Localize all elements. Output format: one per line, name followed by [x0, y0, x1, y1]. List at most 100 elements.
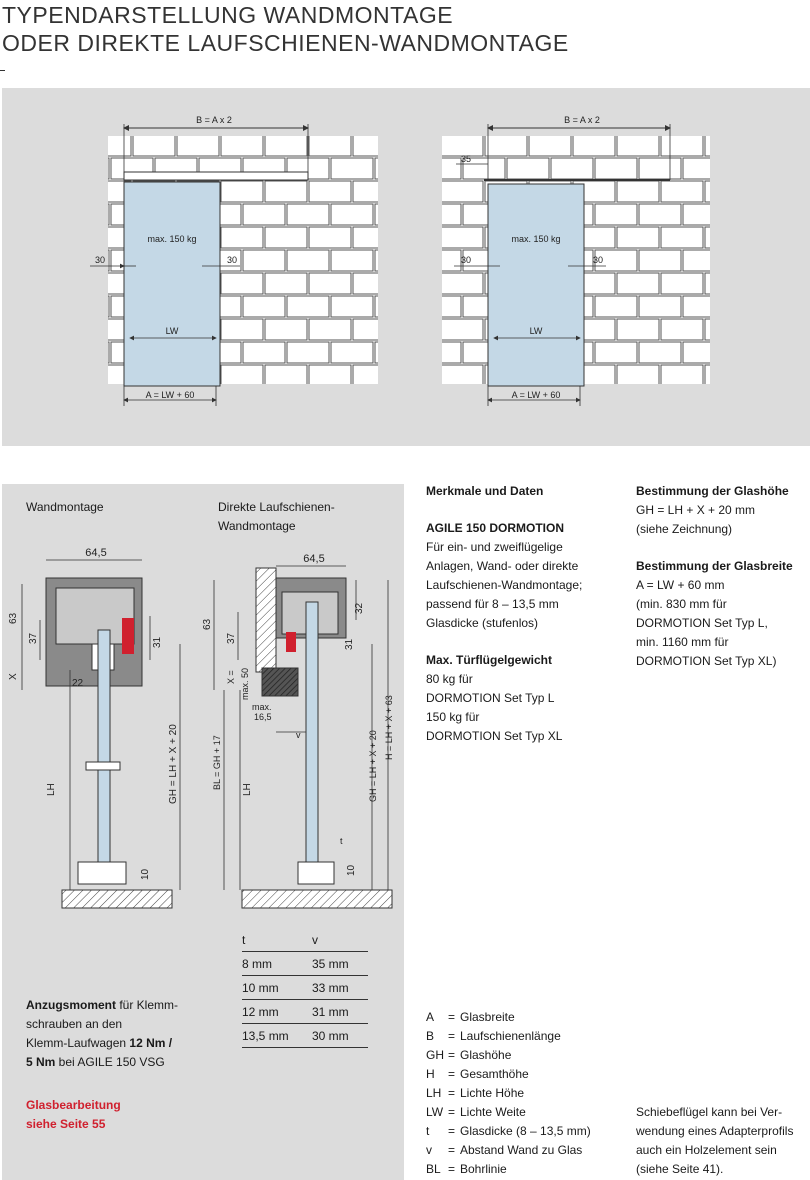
legend-item: t=Glasdicke (8 – 13,5 mm)	[426, 1122, 591, 1141]
glass-width-line: (min. 830 mm für	[636, 597, 727, 611]
title-tick	[0, 70, 5, 71]
wall	[255, 567, 277, 673]
legend-key: GH	[426, 1048, 444, 1062]
legend-value: Abstand Wand zu Glas	[460, 1143, 583, 1157]
dim-width: 64,5	[85, 547, 106, 559]
legend-value: Lichte Weite	[460, 1105, 526, 1119]
legend-key: LW	[426, 1105, 444, 1119]
torque-note: Anzugsmoment für Klemm- schrauben an den…	[26, 996, 178, 1072]
dim-max: max.	[252, 702, 272, 712]
table-cell: 8 mm	[242, 956, 272, 971]
torque-text: für Klemm-	[116, 998, 179, 1012]
torque-line-4b: bei AGILE 150 VSG	[55, 1055, 165, 1069]
wall-mount-diagrams: B = A x 2 max. 150 kg 30 30 LW A = LW + …	[90, 115, 710, 406]
red-clamp	[122, 618, 134, 654]
desc-line: Für ein- und zweiflügelige	[426, 540, 563, 554]
legend-item: LW=Lichte Weite	[426, 1103, 591, 1122]
glass-processing-link[interactable]: Glasbearbeitung siehe Seite 55	[26, 1096, 121, 1134]
diagram-wall-mount-1: B = A x 2 max. 150 kg 30 30 LW A = LW + …	[90, 115, 378, 406]
note-line: auch ein Holzelement sein	[636, 1143, 777, 1157]
col-v-header: v	[312, 932, 318, 947]
dim-bl: BL = GH + 17	[212, 735, 222, 790]
dim-37: 37	[28, 632, 39, 644]
legend-item: v=Abstand Wand zu Glas	[426, 1141, 591, 1160]
table-cell: 12 mm	[242, 1004, 279, 1019]
dim-t: t	[340, 836, 343, 846]
glass-height-line: GH = LH + X + 20 mm	[636, 503, 756, 517]
legend-key: v	[426, 1143, 432, 1157]
torque-line-4a: 5 Nm	[26, 1055, 56, 1069]
legend-value: Gesamthöhe	[460, 1067, 529, 1081]
weight-line: DORMOTION Set Typ L	[426, 691, 555, 705]
dim-31: 31	[152, 636, 163, 648]
torque-line-3b: 12 Nm /	[129, 1036, 173, 1050]
glass-panel	[123, 181, 221, 387]
dim-31: 31	[344, 638, 355, 650]
a-label: A = LW + 60	[512, 390, 561, 400]
legend-item: LH=Lichte Höhe	[426, 1084, 591, 1103]
legend-key: B	[426, 1029, 435, 1043]
desc-line: Glasdicke (stufenlos)	[426, 616, 539, 630]
dim-63: 63	[8, 612, 19, 624]
table-cell: 35 mm	[312, 956, 349, 971]
dim-width: 64,5	[303, 553, 324, 565]
lw-label: LW	[166, 326, 179, 336]
direkt-heading-1: Direkte Laufschienen-	[218, 500, 335, 514]
note-line: (siehe Seite 41).	[636, 1162, 724, 1176]
wood-block	[261, 667, 299, 697]
legend-key: H	[426, 1067, 435, 1081]
table-cell: 30 mm	[312, 1028, 349, 1043]
page-title-line-2: ODER DIREKTE LAUFSCHIENEN-WANDMONTAGE	[2, 30, 569, 56]
glass-width-line: DORMOTION Set Typ L,	[636, 616, 768, 630]
dim-10: 10	[140, 868, 151, 880]
glass-width-line: A = LW + 60 mm	[636, 578, 725, 592]
legend-value: Glasbreite	[460, 1010, 515, 1024]
left-dim: 30	[95, 255, 105, 265]
b-label: B = A x 2	[196, 115, 232, 125]
dim-37: 37	[226, 632, 237, 644]
lw-label: LW	[530, 326, 543, 336]
top-dim: 35	[461, 154, 471, 164]
dim-lh: LH	[242, 783, 253, 796]
weight-heading: Max. Türflügelgewicht	[426, 653, 553, 667]
table-cell: 33 mm	[312, 980, 349, 995]
legend-value: Lichte Höhe	[460, 1086, 525, 1100]
note-line: wendung eines Adapterprofils	[636, 1124, 794, 1138]
specs-heading: Merkmale und Daten	[426, 484, 544, 498]
section-wand: 64,5 63 37 X 31 22 LH GH = LH + X + 20 1…	[8, 547, 181, 909]
direkt-heading-2: Wandmontage	[218, 519, 296, 533]
torque-line-3a: Klemm-Laufwagen	[26, 1036, 130, 1050]
product-name: AGILE 150 DORMOTION	[426, 521, 565, 535]
floor-guide	[297, 861, 335, 885]
legend-item: H=Gesamthöhe	[426, 1065, 591, 1084]
dim-x: X =	[226, 670, 236, 684]
legend-item: GH=Glashöhe	[426, 1046, 591, 1065]
wand-heading: Wandmontage	[26, 500, 104, 514]
table-cell: 13,5 mm	[242, 1028, 289, 1043]
legend-item: BL=Bohrlinie	[426, 1160, 591, 1179]
legend-key: t	[426, 1124, 430, 1138]
dim-32: 32	[354, 602, 365, 614]
legend-item: A=Glasbreite	[426, 1008, 591, 1027]
dim-22: 22	[72, 678, 84, 689]
a-label: A = LW + 60	[146, 390, 195, 400]
legend-value: Glashöhe	[460, 1048, 512, 1062]
dim-63: 63	[202, 618, 213, 630]
legend-key: LH	[426, 1086, 442, 1100]
legend-item: B=Laufschienenlänge	[426, 1027, 591, 1046]
specs-block: Merkmale und Daten AGILE 150 DORMOTION F…	[426, 482, 582, 746]
legend-value: Glasdicke (8 – 13,5 mm)	[460, 1124, 591, 1138]
section-direkt: 64,5 63 37 X = max. 50 max. 16,5 v 32 31…	[202, 553, 394, 909]
glass-dimensions-block: Bestimmung der Glashöhe GH = LH + X + 20…	[636, 482, 793, 671]
dim-gh: GH = LH + X + 20	[168, 724, 179, 804]
b-label: B = A x 2	[564, 115, 600, 125]
desc-line: passend für 8 – 13,5 mm	[426, 597, 559, 611]
weight-line: 80 kg für	[426, 672, 473, 686]
desc-line: Laufschienen-Wandmontage;	[426, 578, 583, 592]
weight-label: max. 150 kg	[511, 234, 560, 244]
glass-section	[97, 629, 111, 885]
dim-16-5: 16,5	[254, 712, 272, 722]
left-dim: 30	[461, 255, 471, 265]
legend-value: Laufschienenlänge	[460, 1029, 561, 1043]
torque-bold: Anzugsmoment	[26, 998, 116, 1012]
